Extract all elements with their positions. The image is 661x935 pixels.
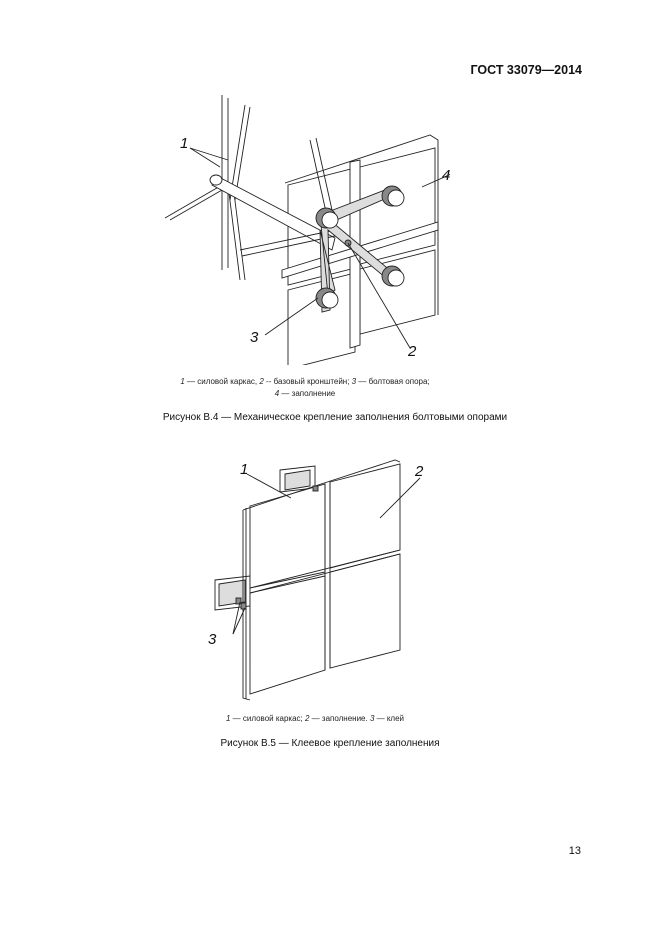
- glass-panel: [287, 272, 356, 365]
- bolt-supports: [315, 185, 405, 309]
- figure-b4-drawing: 1 2 3 4: [160, 90, 450, 365]
- figure-b4-label-3: 3: [250, 329, 259, 346]
- figure-b5-label-2: 2: [414, 463, 424, 480]
- figure-b4-label-2: 2: [407, 343, 417, 360]
- figure-b4-legend-line-2: 4 — заполнение: [274, 389, 336, 398]
- figure-b4-label-1: 1: [180, 135, 188, 152]
- figure-b5-legend: 1 — силовой каркас; 2 — заполнение. 3 — …: [150, 713, 480, 725]
- figure-b4-label-4: 4: [442, 167, 450, 184]
- page-number: 13: [568, 845, 581, 857]
- figure-b5-legend-line-1: 1 — силовой каркас; 2 — заполнение. 3 — …: [225, 714, 405, 723]
- glass-panel: [249, 483, 326, 589]
- figure-b4-legend: 1 — силовой каркас, 2 -- базовый кронште…: [150, 376, 460, 400]
- figure-b5-label-1: 1: [240, 461, 248, 478]
- figure-b4-legend-line-1: 1 — силовой каркас, 2 -- базовый кронште…: [180, 377, 430, 386]
- figure-b5-drawing: 1 2 3: [205, 458, 435, 703]
- adhesive-blocks: [235, 485, 319, 610]
- structural-frame: [164, 95, 337, 281]
- figure-b5-label-3: 3: [208, 631, 217, 648]
- document-header: ГОСТ 33079—2014: [470, 63, 582, 77]
- figure-b5-title: Рисунок В.5 — Клеевое крепление заполнен…: [220, 738, 440, 749]
- glass-panel: [329, 553, 401, 669]
- glass-panel: [249, 575, 326, 695]
- figure-b4-title: Рисунок В.4 — Механическое крепление зап…: [162, 412, 508, 423]
